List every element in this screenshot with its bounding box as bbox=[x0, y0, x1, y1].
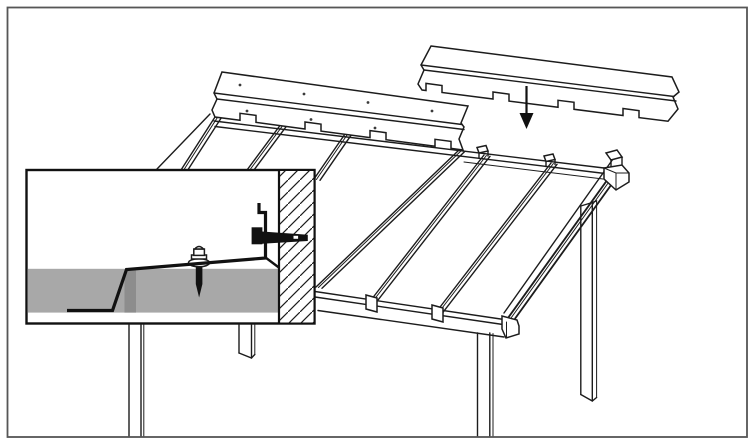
back-post-stub bbox=[238, 323, 256, 359]
panel-rib bbox=[124, 269, 136, 313]
batten-top-stubs bbox=[476, 144, 556, 168]
batten bbox=[508, 170, 621, 319]
front-post bbox=[476, 332, 494, 438]
batten bbox=[315, 149, 466, 289]
corner-bracket bbox=[603, 149, 630, 191]
roof-panel-core bbox=[27, 268, 279, 313]
flashing-profile bbox=[67, 203, 281, 313]
roof-assembly bbox=[156, 45, 680, 438]
detail-inset bbox=[25, 168, 316, 325]
hatched-wall-section bbox=[277, 170, 314, 323]
eave-corner-block bbox=[501, 315, 520, 339]
rivet-dome bbox=[193, 245, 206, 250]
left-post bbox=[128, 323, 145, 438]
rivet-shank bbox=[195, 265, 203, 298]
batten bbox=[313, 133, 352, 181]
rivet-barrel bbox=[193, 248, 206, 257]
installed-flashing bbox=[211, 71, 470, 151]
batten bbox=[436, 162, 558, 313]
battens bbox=[180, 116, 621, 319]
placement-arrow-icon bbox=[519, 86, 534, 129]
eave-beam bbox=[314, 290, 505, 338]
right-post bbox=[580, 200, 598, 402]
batten bbox=[180, 116, 222, 172]
eave-clips bbox=[365, 294, 444, 323]
anchor-bolt bbox=[251, 227, 308, 245]
figure-frame bbox=[6, 6, 748, 438]
batten bbox=[370, 154, 491, 302]
loose-flashing bbox=[417, 45, 680, 122]
batten bbox=[246, 124, 287, 172]
fastener-dots bbox=[238, 83, 434, 130]
